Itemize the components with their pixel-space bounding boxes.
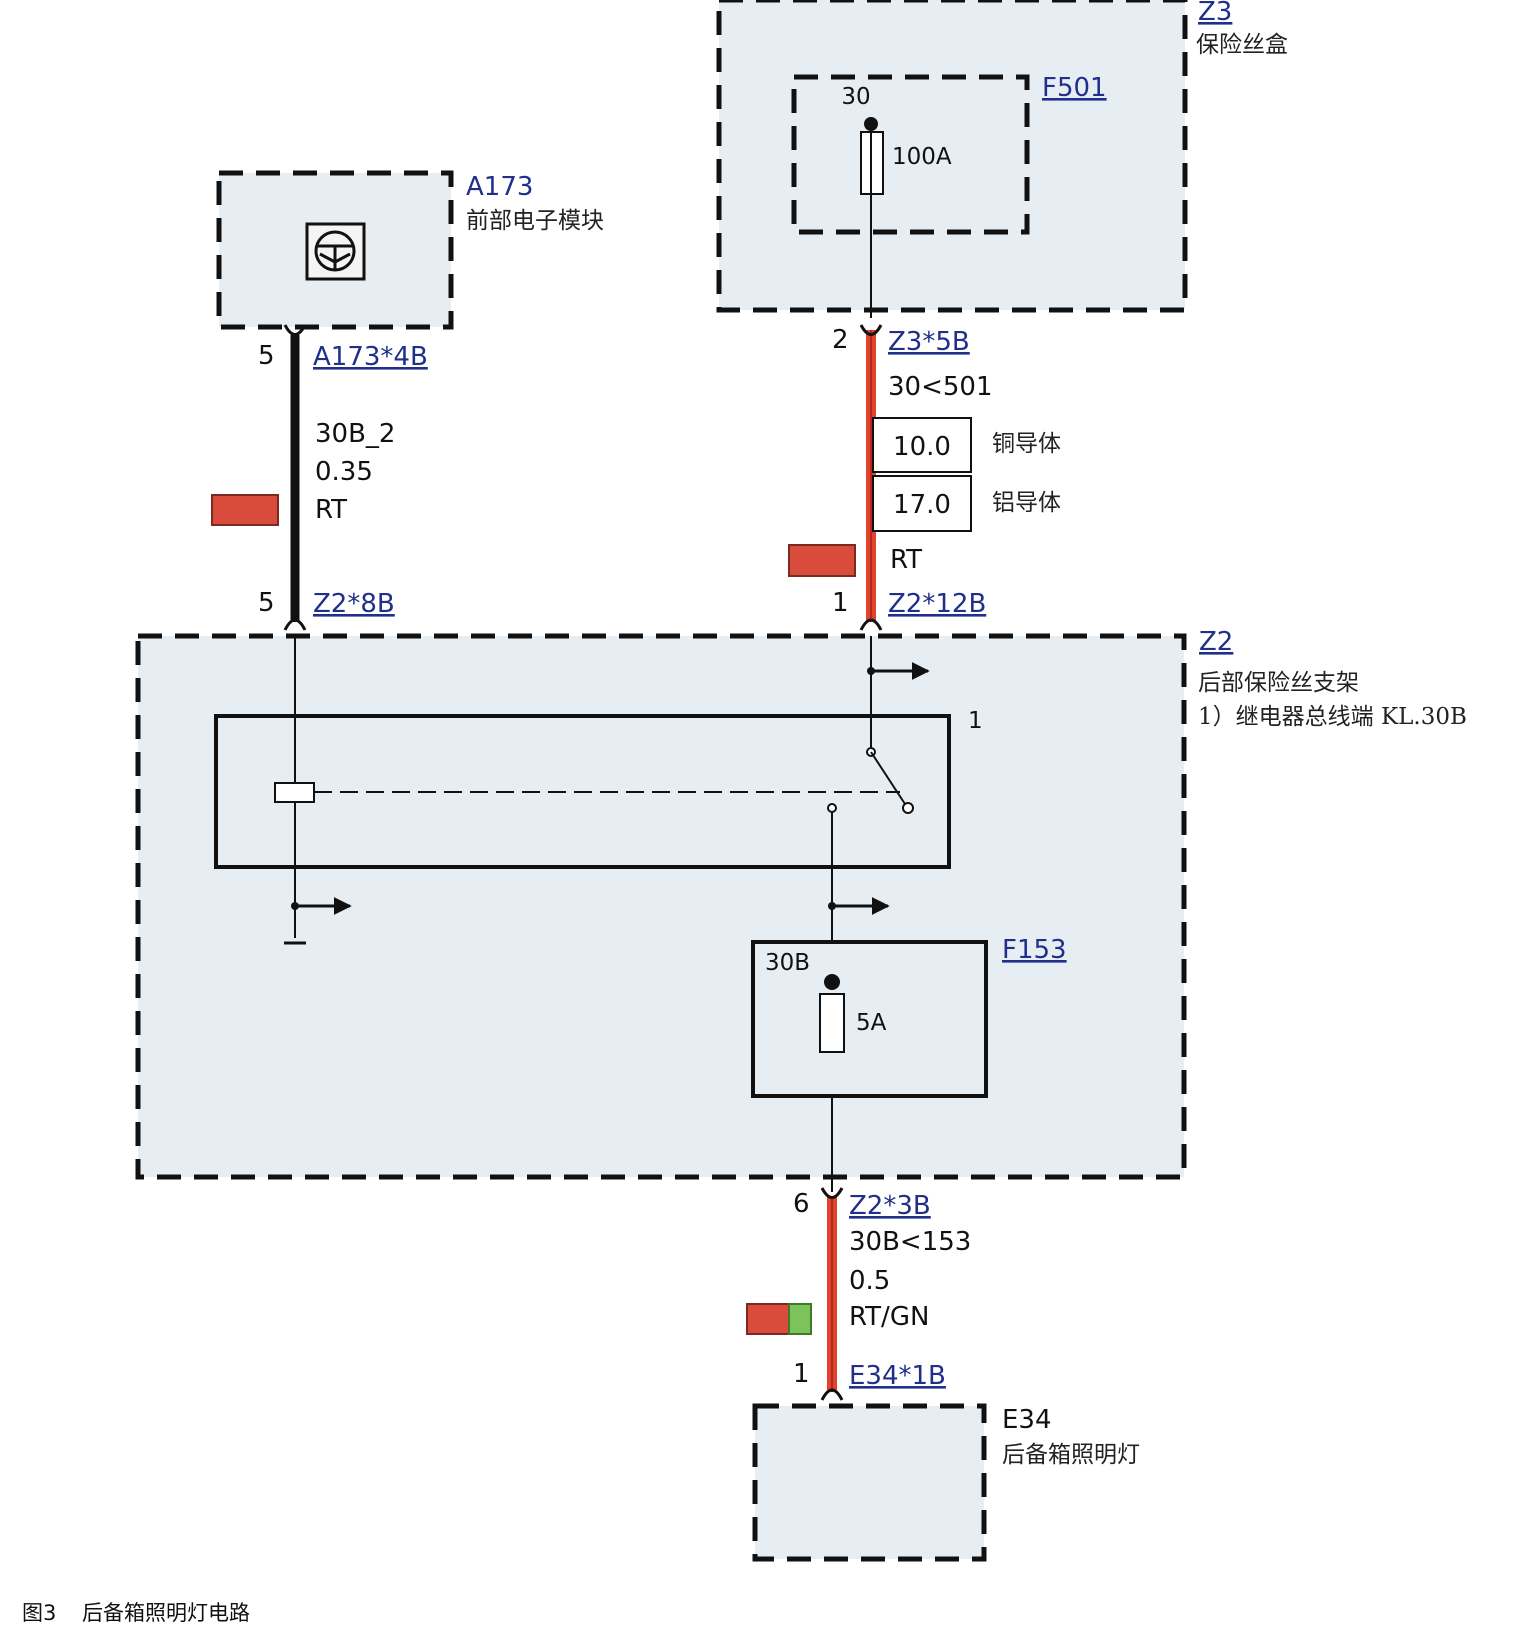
e34-name: 后备箱照明灯	[1002, 1442, 1140, 1468]
f153-rating: 5A	[856, 1010, 887, 1036]
aluminium-label: 铝导体	[992, 490, 1061, 516]
z2-3b-pin: 6	[793, 1189, 810, 1219]
connector-mark	[859, 618, 883, 631]
figure-number: 图3	[22, 1601, 56, 1625]
wire-color-swatch	[788, 544, 856, 577]
z3-name: 保险丝盒	[1196, 32, 1288, 58]
connector-mark	[283, 324, 307, 336]
relay-pin: 1	[968, 708, 983, 734]
z2-name: 后部保险丝支架	[1198, 670, 1359, 696]
a173-id: A173	[466, 172, 533, 202]
wire-color-swatch	[211, 494, 279, 526]
switch-contact	[902, 802, 914, 814]
switch-contact	[827, 803, 837, 813]
z2-8b-link[interactable]: Z2*8B	[313, 589, 395, 619]
f153-id[interactable]: F153	[1002, 935, 1067, 965]
w3-section: 0.5	[849, 1266, 890, 1296]
z2-note: 1）继电器总线端 KL.30B	[1198, 704, 1467, 730]
a173-4b-pin: 5	[258, 341, 275, 371]
connector-mark	[283, 618, 307, 631]
copper-value: 10.0	[893, 432, 951, 462]
a173-name: 前部电子模块	[466, 208, 604, 234]
z3-id[interactable]: Z3	[1198, 0, 1232, 27]
w1-section: 0.35	[315, 457, 373, 487]
relay-frame	[214, 714, 951, 869]
f501-id[interactable]: F501	[1042, 73, 1107, 103]
a173-4b-link[interactable]: A173*4B	[313, 342, 428, 372]
w3-color-code: RT/GN	[849, 1302, 929, 1332]
figure-title: 后备箱照明灯电路	[82, 1601, 250, 1625]
z2-12b-link[interactable]: Z2*12B	[888, 589, 986, 619]
relay-coil	[274, 782, 315, 803]
e34-id: E34	[1002, 1405, 1052, 1435]
f501-frame	[791, 74, 1030, 235]
steering-wheel-icon	[305, 222, 366, 281]
z3-5b-link[interactable]: Z3*5B	[888, 327, 970, 357]
z3-5b-pin: 2	[832, 325, 849, 355]
wire-color-swatch	[788, 1303, 812, 1335]
f153-frame	[751, 940, 988, 1098]
connector-mark	[820, 1187, 844, 1199]
connector-mark	[859, 324, 883, 336]
f153-fuse-symbol	[819, 993, 845, 1053]
copper-cross-section-box	[872, 417, 972, 473]
w2-color-code: RT	[890, 545, 922, 575]
f153-pin: 30B	[765, 950, 810, 976]
w3-signal: 30B<153	[849, 1227, 971, 1257]
z2-id[interactable]: Z2	[1199, 627, 1233, 657]
aluminium-cross-section-box	[872, 475, 972, 532]
e34-trunk-light	[752, 1403, 987, 1562]
w2-signal: 30<501	[888, 372, 993, 402]
aluminium-value: 17.0	[893, 490, 951, 520]
z3-fuse-box	[716, 0, 1188, 313]
e34-1b-pin: 1	[793, 1359, 810, 1389]
connector-mark	[820, 1388, 844, 1401]
wire-color-swatch	[746, 1303, 790, 1335]
f153-terminal	[824, 974, 840, 990]
e34-1b-link[interactable]: E34*1B	[849, 1361, 946, 1391]
w1-signal: 30B_2	[315, 419, 395, 449]
copper-label: 铜导体	[992, 431, 1061, 457]
f501-pin: 30	[841, 84, 870, 110]
w1-color-code: RT	[315, 495, 347, 525]
z2-12b-pin: 1	[832, 588, 849, 618]
z2-8b-pin: 5	[258, 588, 275, 618]
relay-switch	[870, 751, 906, 805]
z2-3b-link[interactable]: Z2*3B	[849, 1191, 931, 1221]
f501-rating: 100A	[892, 144, 952, 170]
